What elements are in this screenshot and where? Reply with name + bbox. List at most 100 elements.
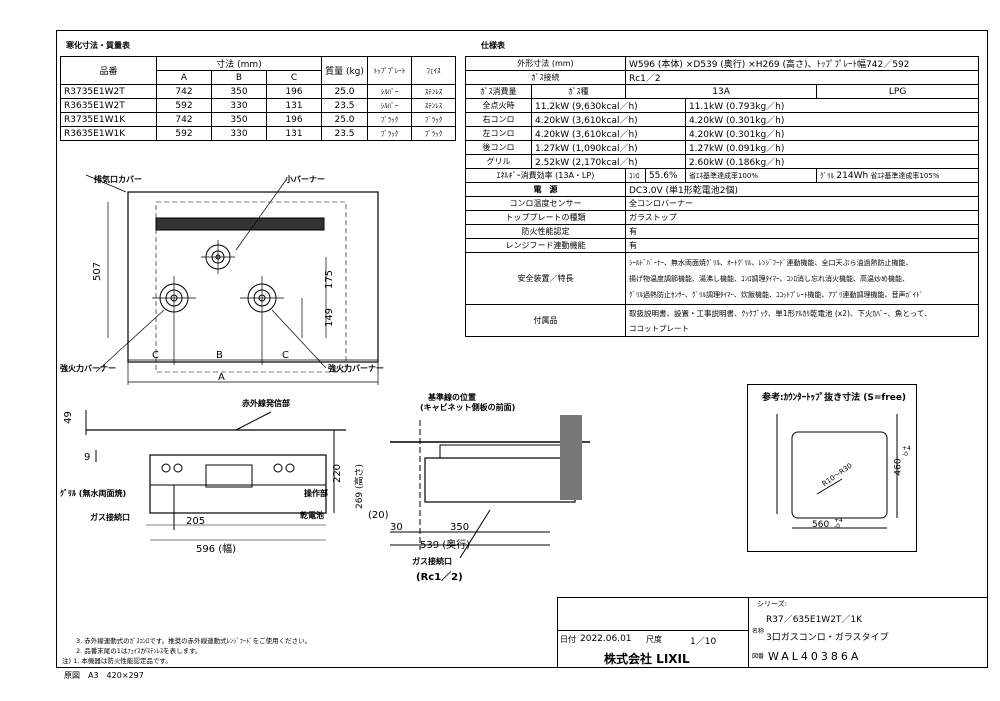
front-ir-label: 赤外線発信部 (242, 399, 290, 408)
spec-fire-v: 有 (624, 224, 980, 239)
col-size: 寸法 (mm) (156, 56, 322, 71)
side-view-drawing (390, 415, 590, 559)
dims-cell-c: 196 (266, 112, 322, 127)
plan-strong-right-label: 強火力バーナー (328, 364, 384, 373)
dims-cell-model: R3735E1W2T (60, 84, 157, 99)
col-b: B (211, 70, 267, 85)
tb-series-label: シリーズ: (757, 600, 788, 608)
plan-dim-a: A (218, 372, 225, 383)
spec-acc-v: 取扱説明書、設置・工事説明書、ｸｯｸﾌﾞｯｸ、単1形ｱﾙｶﾘ乾電池 (x2)、下… (624, 304, 980, 337)
gas-row-lpg: 1.27kW (0.091kg／h) (684, 140, 980, 155)
spec-sen-v: 全コンロバーナー (624, 196, 980, 211)
plan-dim-c2: C (282, 350, 289, 361)
side-ref-label-1: 基準線の位置 (428, 393, 476, 402)
dims-cell-c: 196 (266, 84, 322, 99)
col-topplate: ﾄｯﾌﾟﾌﾟﾚｰﾄ (367, 56, 412, 85)
spec-fire-l: 防火性能認定 (465, 224, 626, 239)
dims-cell-mass: 25.0 (321, 112, 368, 127)
spec-top-l: トッププレートの種類 (465, 210, 626, 225)
gas-row-label: 右コンロ (465, 112, 532, 127)
tb-series-value: R37／635E1W2T／1K (766, 615, 863, 625)
dims-title: 寒化寸法・質量表 (66, 41, 130, 50)
gas-row-lpg: 4.20kW (0.301kg／h) (684, 126, 980, 141)
spec-sen-l: コンロ温度センサー (465, 196, 626, 211)
dims-cell-c: 131 (266, 126, 322, 141)
spec-type-l: ｶﾞｽ種 (531, 84, 626, 99)
side-dim-30: 30 (390, 522, 403, 533)
ref-height-tol: +4 -0 (902, 445, 911, 458)
dims-cell-face: ﾌﾞﾗｯｸ (411, 126, 456, 141)
dims-cell-b: 350 (211, 84, 267, 99)
spec-conn-l: ｶﾞｽ接続 (465, 70, 626, 85)
gas-row-13a: 11.2kW (9,630kcal／h) (531, 98, 686, 113)
dims-table: 品番 寸法 (mm) 質量 (kg) ﾄｯﾌﾟﾌﾟﾚｰﾄ ﾌｪｲｽ A B C … (60, 56, 456, 141)
gas-row-label: グリル (465, 154, 532, 169)
gas-row-label: 全点火時 (465, 98, 532, 113)
spec-top-v: ガラストップ (624, 210, 980, 225)
dims-cell-face: ｽﾃﾝﾚｽ (411, 84, 456, 99)
dims-cell-mass: 23.5 (321, 98, 368, 113)
dims-cell-mass: 23.5 (321, 126, 368, 141)
spec-eff-k: ｺﾝﾛ (624, 168, 646, 183)
side-ref-label-2: (キャビネット側板の前面) (420, 403, 516, 412)
side-gas-size: (Rc1／2) (416, 572, 463, 583)
gas-row-13a: 4.20kW (3,610kcal／h) (531, 112, 686, 127)
side-gas-label: ガス接続口 (412, 557, 452, 566)
tb-date-value: 2022.06.01 (580, 634, 632, 644)
tb-scale-label: 尺度 (646, 635, 662, 644)
tb-scale-value: 1／10 (690, 637, 717, 647)
ref-width-tol: +4 -0 (834, 517, 843, 530)
ref-cutout-box (747, 384, 917, 552)
spec-table: 外形寸法 (mm)W596 (本体) ×D539 (奥行) ×H269 (高さ)… (465, 56, 980, 337)
spec-safe-v: ｼｰﾙﾄﾞﾊﾞｰﾅｰ、無水両面焼ｸﾞﾘﾙ、ｵｰﾄｸﾞﾘﾙ、ﾚﾝｼﾞﾌｰﾄﾞ連動機… (624, 252, 980, 305)
dims-cell-tp: ｼﾙﾊﾞｰ (367, 98, 412, 113)
ref-width: 560 (812, 520, 830, 530)
front-dim-220: 220 (332, 463, 344, 484)
spec-pow-v: DC3.0V (単1形乾電池2個) (624, 182, 980, 197)
plan-dim-507: 507 (92, 261, 104, 282)
dims-cell-model: R3735E1W1K (60, 112, 157, 127)
front-grill-label: ｸﾞﾘﾙ (無水両面焼) (60, 489, 127, 498)
note-1: 注) 1. 本機器は防火性能認定品です。 (62, 657, 172, 665)
spec-hood-v: 有 (624, 238, 980, 253)
front-gas-label: ガス接続口 (90, 513, 130, 522)
dims-cell-a: 592 (156, 126, 212, 141)
dims-cell-a: 742 (156, 112, 212, 127)
dims-cell-tp: ｼﾙﾊﾞｰ (367, 84, 412, 99)
tb-no-label: 図番 (752, 653, 765, 660)
spec-eff-ka: 省ｴﾈ基準達成率100% (684, 168, 818, 183)
gas-row-13a: 4.20kW (3,610kcal／h) (531, 126, 686, 141)
spec-eff-g: ｸﾞﾘﾙ 214Wh 省ｴﾈ基準達成率105% (816, 168, 979, 183)
dims-cell-face: ﾌﾞﾗｯｸ (411, 112, 456, 127)
dims-cell-model: R3635E1W2T (60, 98, 157, 113)
gas-row-lpg: 2.60kW (0.186kg／h) (684, 154, 980, 169)
plan-dim-175: 175 (324, 269, 336, 290)
col-face: ﾌｪｲｽ (411, 56, 456, 85)
spec-acc-l: 付属品 (465, 304, 626, 337)
spec-pow-l: 電 源 (465, 182, 626, 197)
tb-company: 株式会社 LIXIL (604, 652, 690, 666)
dims-cell-c: 131 (266, 98, 322, 113)
spec-eff-l: ｴﾈﾙｷﾞｰ消費効率 (13A・LP) (465, 168, 626, 183)
paper-size: 原図 A3 420×297 (64, 671, 144, 680)
dims-cell-b: 350 (211, 112, 267, 127)
side-dim-20: (20) (368, 510, 389, 521)
title-block (557, 597, 988, 668)
plan-exhaust-label: 排気口カバー (94, 175, 142, 184)
dims-cell-mass: 25.0 (321, 84, 368, 99)
spec-outer-l: 外形寸法 (mm) (465, 56, 626, 71)
col-model: 品番 (60, 56, 157, 85)
ref-cutout-drawing (776, 414, 898, 529)
tb-date-label: 日付 (560, 635, 576, 644)
dims-cell-face: ｽﾃﾝﾚｽ (411, 98, 456, 113)
front-batt-label: 乾電池 (300, 511, 324, 520)
spec-conn-v: Rc1／2 (624, 70, 980, 85)
